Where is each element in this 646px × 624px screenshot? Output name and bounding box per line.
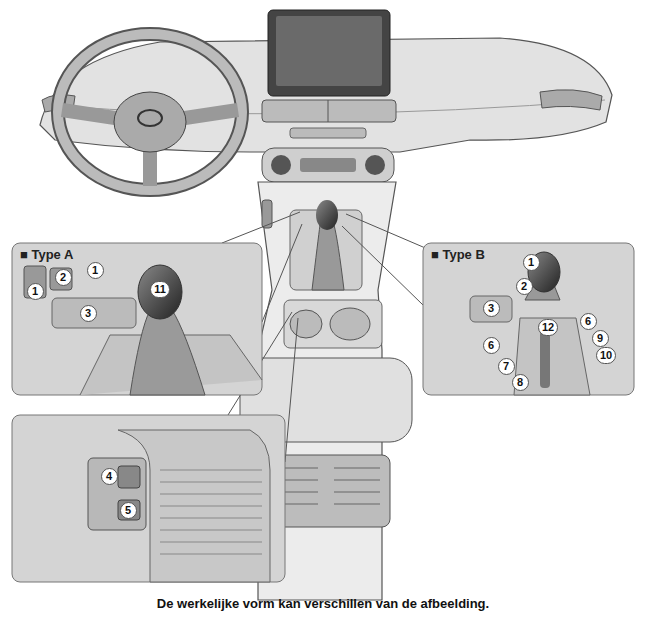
inset-panel: ■ Type A <box>12 243 262 395</box>
illustration-part <box>334 480 380 481</box>
inset-heading: ■ Type B <box>429 247 487 262</box>
illustration-part <box>262 224 302 322</box>
illustration-part <box>160 554 262 555</box>
illustration-part <box>540 330 550 388</box>
illustration-part <box>276 16 382 86</box>
illustration-part <box>58 34 242 190</box>
illustration-part <box>262 100 396 122</box>
illustration-part <box>130 310 205 395</box>
illustration-part <box>160 482 262 483</box>
illustration-part <box>52 298 136 328</box>
callout-number: 12 <box>538 319 558 336</box>
illustration-part <box>58 34 242 190</box>
illustration-part <box>138 110 162 126</box>
illustration-part <box>118 466 140 488</box>
callout-number: 5 <box>120 502 137 519</box>
illustration-part <box>312 225 344 290</box>
callout-number: 3 <box>483 300 500 317</box>
illustration-part <box>285 318 298 462</box>
illustration-part <box>423 243 634 395</box>
illustration-part <box>160 506 262 507</box>
illustration-part <box>346 214 430 250</box>
inset-switches <box>12 415 285 582</box>
illustration-part <box>138 265 182 319</box>
callout-number: 11 <box>150 281 170 298</box>
illustration-part <box>160 470 262 554</box>
illustration-part <box>12 415 285 582</box>
illustration-part <box>160 494 262 495</box>
inset-type-b <box>423 243 634 395</box>
illustration-part <box>271 155 291 175</box>
illustration-part <box>290 128 366 138</box>
callout-number: 2 <box>55 269 72 286</box>
callout-number: 4 <box>101 468 118 485</box>
illustration-part <box>272 468 380 504</box>
callout-number: 10 <box>596 347 616 364</box>
illustration-part <box>114 92 186 152</box>
callout-number: 1 <box>27 283 44 300</box>
callout-number: 1 <box>523 254 540 271</box>
illustration-part <box>334 492 380 493</box>
illustration-part <box>268 10 390 96</box>
callout-number: 9 <box>592 330 609 347</box>
illustration-part <box>160 470 262 471</box>
callout-number: 7 <box>498 358 515 375</box>
illustration-part <box>118 500 140 520</box>
illustration-part <box>334 468 380 469</box>
illustration-part <box>330 308 370 340</box>
illustration-part <box>328 100 329 122</box>
illustration-part <box>160 518 262 519</box>
illustration-part <box>222 212 300 243</box>
illustration-part <box>316 200 338 230</box>
callout-number: 3 <box>80 305 97 322</box>
illustration-part <box>262 148 394 182</box>
callout-number: 2 <box>516 278 533 295</box>
inset-heading: ■ Type A <box>18 247 75 262</box>
callout-number: 6 <box>483 337 500 354</box>
illustration-part <box>342 226 423 305</box>
illustration-part <box>50 268 72 290</box>
illustration-part <box>160 542 262 543</box>
illustration-part <box>160 530 262 531</box>
illustration-part <box>12 243 262 395</box>
inset-type-a <box>12 243 262 395</box>
callout-number: 8 <box>512 374 529 391</box>
illustration-part <box>470 296 512 322</box>
figure-caption: De werkelijke vorm kan verschillen van d… <box>0 596 646 611</box>
illustration-part <box>284 300 382 348</box>
illustration-part <box>365 155 385 175</box>
illustration-part <box>290 310 322 338</box>
illustration-part <box>540 90 602 110</box>
illustration-part <box>88 458 146 530</box>
illustration-part <box>300 158 356 172</box>
illustration-part <box>334 504 380 505</box>
callout-number: 1 <box>87 262 104 279</box>
callout-number: 6 <box>580 313 597 330</box>
